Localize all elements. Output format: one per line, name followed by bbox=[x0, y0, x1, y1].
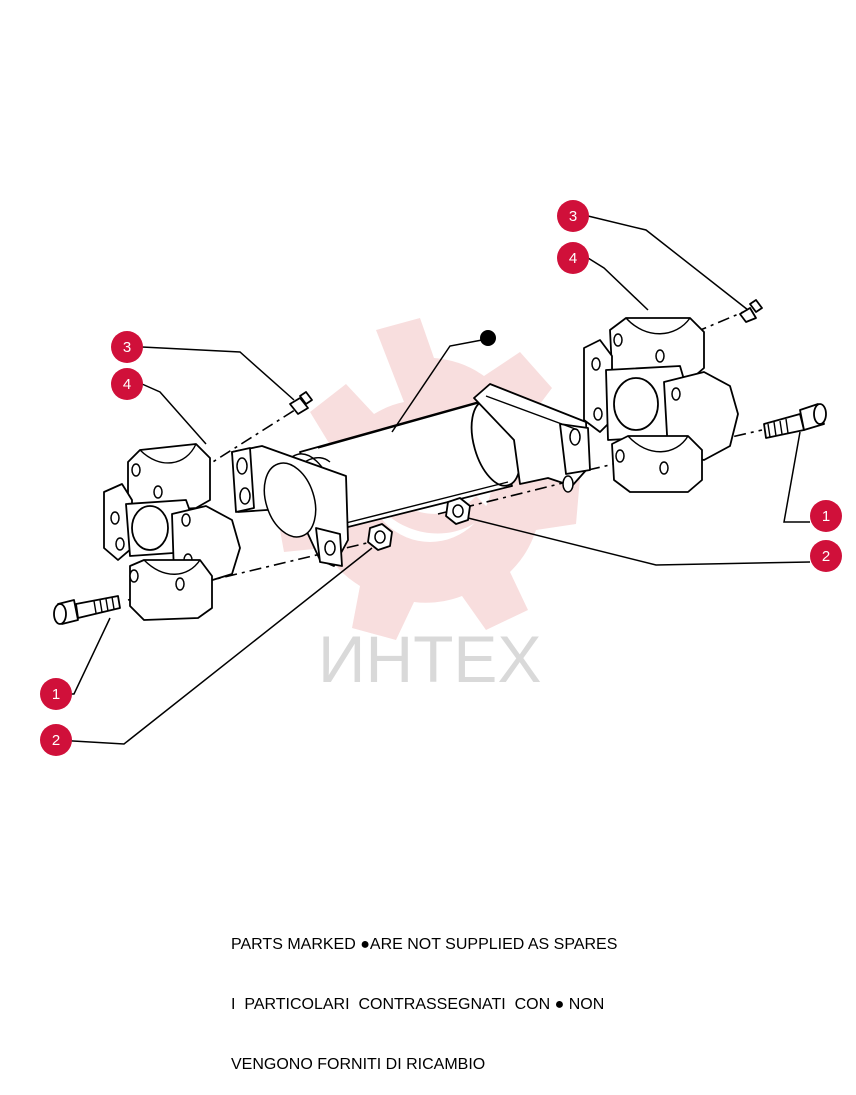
callout-left-4: 4 bbox=[111, 368, 143, 400]
note-line-2-start: I PARTICOLARI CONTRASSEGNATI CON bbox=[231, 996, 555, 1013]
note-line-2-end: NON bbox=[564, 996, 605, 1013]
right-nut bbox=[445, 497, 471, 525]
watermark-logo-text: ИНТЕХ bbox=[318, 622, 541, 696]
spares-note: PARTS MARKED ●ARE NOT SUPPLIED AS SPARES… bbox=[231, 895, 791, 1095]
leader-lines bbox=[55, 215, 811, 745]
note-line-1-start: PARTS MARKED bbox=[231, 936, 361, 953]
right-bolt bbox=[763, 403, 827, 439]
callout-right-4: 4 bbox=[557, 242, 589, 274]
note-line-3: VENGONO FORNITI DI RICAMBIO bbox=[231, 1056, 486, 1073]
callout-left-2: 2 bbox=[40, 724, 72, 756]
svg-text:2: 2 bbox=[822, 548, 830, 565]
not-supplied-marker-icon bbox=[480, 330, 496, 346]
left-universal-joint bbox=[103, 443, 241, 621]
svg-text:4: 4 bbox=[569, 250, 577, 267]
note-line-1-end: ARE NOT SUPPLIED AS SPARES bbox=[369, 936, 618, 953]
svg-text:3: 3 bbox=[123, 339, 131, 356]
left-bolt bbox=[53, 595, 121, 625]
note-line-1: PARTS MARKED ●ARE NOT SUPPLIED AS SPARES bbox=[231, 935, 791, 955]
exploded-driveshaft-diagram: ИНТЕХ bbox=[40, 200, 842, 756]
left-grease-nipple bbox=[289, 391, 313, 415]
svg-text:3: 3 bbox=[569, 208, 577, 225]
callout-left-3: 3 bbox=[111, 331, 143, 363]
svg-text:1: 1 bbox=[822, 508, 830, 525]
svg-text:2: 2 bbox=[52, 732, 60, 749]
svg-text:4: 4 bbox=[123, 376, 131, 393]
note-line-2: I PARTICOLARI CONTRASSEGNATI CON ● NON bbox=[231, 995, 791, 1015]
callout-left-1: 1 bbox=[40, 678, 72, 710]
callout-right-1: 1 bbox=[810, 500, 842, 532]
callout-right-3: 3 bbox=[557, 200, 589, 232]
svg-text:1: 1 bbox=[52, 686, 60, 703]
left-nut bbox=[367, 523, 393, 551]
not-supplied-marker-icon: ● bbox=[554, 996, 565, 1013]
right-universal-joint bbox=[583, 317, 739, 493]
not-supplied-marker-icon: ● bbox=[360, 936, 370, 953]
driveshaft-tube bbox=[231, 383, 591, 567]
right-grease-nipple bbox=[739, 299, 763, 323]
callout-right-2: 2 bbox=[810, 540, 842, 572]
